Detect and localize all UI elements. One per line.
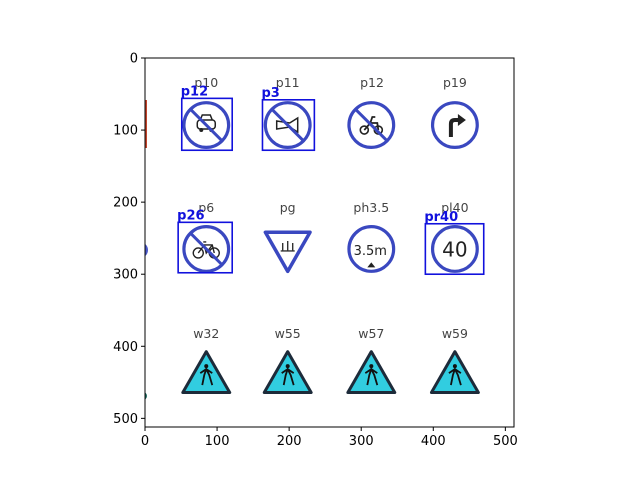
warning-glyph-head — [285, 364, 290, 369]
warning-glyph — [364, 366, 379, 386]
car-icon — [182, 101, 231, 149]
warning-glyph — [448, 366, 462, 386]
detection-box — [177, 221, 234, 274]
sign-labels-layer: p10 p11 p12 p19 p6 pg ph3.5 pl40 w32 w55 w57 w59 — [193, 75, 468, 341]
sign-label: ph3.5 — [353, 200, 389, 215]
merge-icon — [429, 350, 480, 395]
sign-ring — [430, 225, 479, 273]
car-wheel — [199, 128, 204, 133]
x-axis: 0 100 200 300 400 500 — [141, 427, 518, 449]
detection-label: p26 — [177, 208, 204, 223]
detection-label: p3 — [261, 86, 279, 101]
partial-sign-left-top — [145, 100, 147, 148]
detection-box — [424, 222, 485, 276]
bike-wheel — [192, 247, 204, 259]
sign-slash — [189, 108, 223, 142]
sign-label: p10 — [194, 75, 218, 90]
y-axis: 0 100 200 300 400 500 — [113, 52, 145, 427]
height-arrow-bottom — [367, 262, 376, 268]
warning-triangle — [429, 350, 480, 395]
detection-label: pr40 — [424, 210, 458, 225]
sign-label: p19 — [443, 75, 467, 90]
partial-sign-left-mid — [145, 243, 148, 257]
x-tick-label: 500 — [493, 434, 518, 449]
bicycle-icon — [182, 225, 231, 273]
sign-label: pg — [280, 200, 296, 215]
y-tick-label: 400 — [113, 340, 138, 355]
road-work-icon — [181, 350, 232, 395]
right-turn-arrow-icon — [430, 101, 479, 149]
warning-glyph-head — [369, 364, 374, 369]
arrow-head — [457, 114, 466, 127]
children-icon — [262, 350, 313, 395]
yield-triangle-icon — [263, 230, 312, 274]
sign-label: w32 — [193, 326, 219, 341]
partial-sign-left-bottom — [145, 392, 147, 400]
warning-glyph-head — [452, 364, 457, 369]
detections-layer: p12 p3 p26 pr40 — [177, 84, 485, 276]
sign-label: w57 — [358, 326, 384, 341]
sign-label: p11 — [276, 75, 300, 90]
yield-triangle — [263, 230, 312, 274]
y-tick-label: 100 — [113, 124, 138, 139]
warning-glyph-head — [204, 364, 209, 369]
height-value: 3.5m — [354, 244, 387, 259]
warning-glyph — [199, 366, 214, 386]
axes-frame — [144, 57, 515, 428]
y-tick-label: 0 — [130, 52, 138, 67]
detection-box — [261, 99, 316, 152]
sign-ring — [430, 101, 479, 149]
motorcycle-icon — [347, 101, 396, 149]
sign-slash — [354, 108, 389, 142]
y-tick-label: 200 — [113, 196, 138, 211]
warning-triangle — [346, 350, 397, 395]
speed-value: 40 — [442, 237, 467, 261]
sign-label: pl40 — [441, 200, 468, 215]
height-limit-icon: 3.5m — [347, 225, 396, 273]
warning-triangle — [181, 350, 232, 395]
moto-wheel — [359, 125, 370, 135]
sign-slash — [270, 108, 305, 142]
warning-triangle — [262, 350, 313, 395]
sign-label: w55 — [275, 326, 301, 341]
signs-layer: 3.5m 40 — [181, 101, 480, 395]
warning-glyph — [281, 366, 295, 386]
x-tick-label: 0 — [141, 434, 149, 449]
detection-box — [180, 97, 234, 152]
y-tick-label: 500 — [113, 412, 138, 427]
speed-limit-icon: 40 — [430, 225, 479, 273]
yield-glyph — [280, 240, 295, 252]
x-tick-label: 100 — [205, 434, 230, 449]
horn-icon — [263, 101, 312, 149]
car-roof — [199, 114, 213, 121]
sign-label: p6 — [198, 200, 214, 215]
pedestrian-icon — [346, 350, 397, 395]
x-tick-label: 300 — [349, 434, 374, 449]
sign-slash — [189, 232, 223, 266]
detection-label: p12 — [181, 84, 208, 99]
y-tick-label: 300 — [113, 268, 138, 283]
moto-frame — [363, 116, 380, 131]
sign-label: p12 — [360, 75, 384, 90]
x-tick-label: 400 — [421, 434, 446, 449]
sign-label: w59 — [442, 326, 468, 341]
arrow-stem — [448, 118, 459, 138]
sign-ring — [347, 225, 396, 273]
x-tick-label: 200 — [277, 434, 302, 449]
